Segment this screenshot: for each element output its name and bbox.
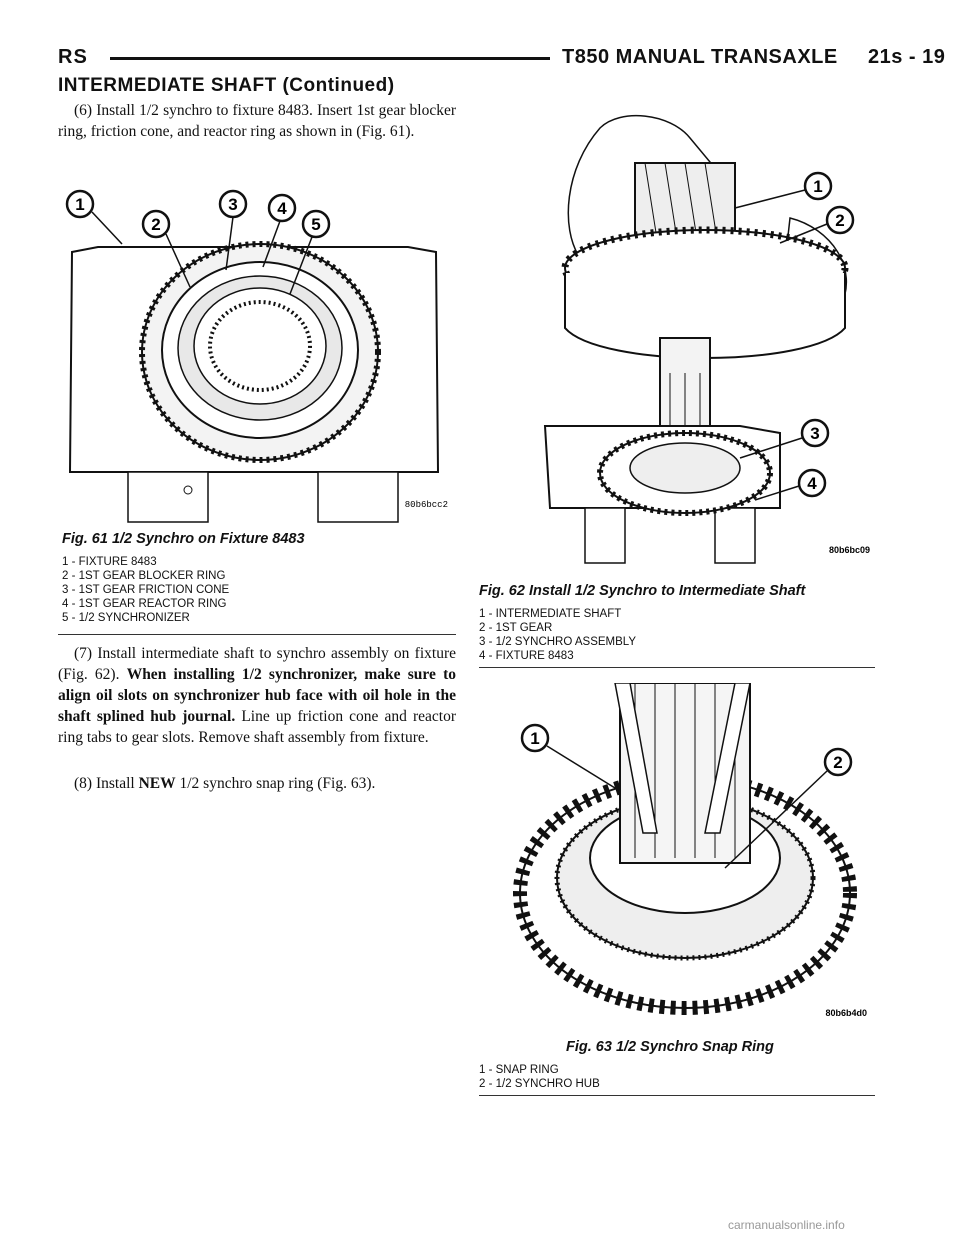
fig62-code: 80b6bc09 (829, 545, 870, 555)
fig61-callouts (65, 189, 331, 295)
step-7-text: (7) Install intermediate shaft to synchr… (58, 643, 456, 748)
fig62-legend-item: 1 - INTERMEDIATE SHAFT (479, 608, 622, 620)
synchro-hub-splines (554, 795, 816, 961)
fixture-bolt-hole (183, 485, 193, 495)
fig61-title: Fig. 61 1/2 Synchro on Fixture 8483 (62, 531, 305, 547)
fixture-leg-left (127, 471, 209, 523)
fig61-legend-item: 3 - 1ST GEAR FRICTION CONE (62, 584, 230, 596)
fig63-title: Fig. 63 1/2 Synchro Snap Ring (566, 1039, 774, 1055)
fig63-legend: 1 - SNAP RING 2 - 1/2 SYNCHRO HUB (479, 1063, 600, 1091)
fig62-rule (479, 667, 875, 668)
fig62-legend-item: 3 - 1/2 SYNCHRO ASSEMBLY (479, 636, 637, 648)
fig63-legend-item: 1 - SNAP RING (479, 1064, 559, 1076)
fig61-legend-item: 5 - 1/2 SYNCHRONIZER (62, 612, 190, 624)
fig61-legend-item: 4 - 1ST GEAR REACTOR RING (62, 598, 227, 610)
header-rule (110, 57, 550, 60)
hub-splines (208, 300, 312, 392)
fig63-callout-1: 1 (530, 729, 539, 748)
fig62-legend-item: 4 - FIXTURE 8483 (479, 650, 574, 662)
fig62-callouts (734, 171, 855, 501)
fig61-legend-item: 1 - FIXTURE 8483 (62, 556, 157, 568)
section-title: INTERMEDIATE SHAFT (Continued) (58, 75, 395, 96)
fixture-leg-right (714, 507, 756, 564)
fig61-callout-5: 5 (311, 215, 320, 234)
synchronizer-teeth (139, 241, 381, 463)
fig63-illustration: 1 2 80b6b4d0 (513, 683, 867, 1018)
fig61-rule (58, 634, 456, 635)
header-title: T850 MANUAL TRANSAXLE 21s - 19 (562, 46, 946, 68)
fig61-legend-item: 2 - 1ST GEAR BLOCKER RING (62, 570, 226, 582)
step-7-warning: When installing 1/2 synchronizer, make s… (58, 666, 457, 725)
fig62-callout-1: 1 (813, 177, 822, 196)
fig61-callout-1: 1 (75, 195, 84, 214)
fig61-callout-3: 3 (228, 195, 237, 214)
synchro-hub (629, 442, 741, 494)
snap-ring-plier-left (614, 683, 658, 834)
fig61-code: 80b6bcc2 (405, 500, 448, 510)
step-6-text: (6) Install 1/2 synchro to fixture 8483.… (58, 102, 456, 140)
fig63-callouts (520, 723, 853, 869)
fig63-callout-2: 2 (833, 753, 842, 772)
fig62-callout-2: 2 (835, 211, 844, 230)
fig62-legend-item: 2 - 1ST GEAR (479, 622, 553, 634)
first-gear-teeth (561, 226, 849, 310)
step-8-text: (8) Install NEW 1/2 synchro snap ring (F… (74, 773, 456, 794)
fig61-callout-2: 2 (151, 215, 160, 234)
fig61-legend: 1 - FIXTURE 8483 2 - 1ST GEAR BLOCKER RI… (62, 555, 229, 625)
fixture-leg-left (584, 507, 626, 564)
synchro-teeth (597, 430, 773, 516)
fig62-illustration: 1 2 3 4 80b6bc09 (543, 115, 870, 564)
header-section-code: RS (58, 46, 88, 68)
fig62-callout-3: 3 (810, 424, 819, 443)
snap-ring-plier-right (704, 683, 751, 834)
fig63-code: 80b6b4d0 (825, 1008, 867, 1018)
fig62-legend: 1 - INTERMEDIATE SHAFT 2 - 1ST GEAR 3 - … (479, 607, 636, 663)
step-8-outro: 1/2 synchro snap ring (Fig. 63). (179, 775, 376, 792)
fig61-illustration: 1 2 3 4 5 80b6bcc2 (65, 189, 448, 523)
footer-watermark-link[interactable]: carmanualsonline.info (728, 1218, 845, 1232)
fig61-callout-4: 4 (277, 199, 287, 218)
step-8-new: NEW (138, 775, 176, 792)
fixture-leg-right (317, 471, 399, 523)
fig63-rule (479, 1095, 875, 1096)
fig62-title: Fig. 62 Install 1/2 Synchro to Intermedi… (479, 583, 806, 599)
step-8-intro: (8) Install (74, 775, 135, 792)
step-7-intro: (7) Install intermediate shaft to synchr… (58, 645, 456, 683)
fig63-legend-item: 2 - 1/2 SYNCHRO HUB (479, 1078, 600, 1090)
step-7-outro: Line up friction cone and reactor ring t… (58, 708, 457, 746)
fig62-callout-4: 4 (807, 474, 817, 493)
